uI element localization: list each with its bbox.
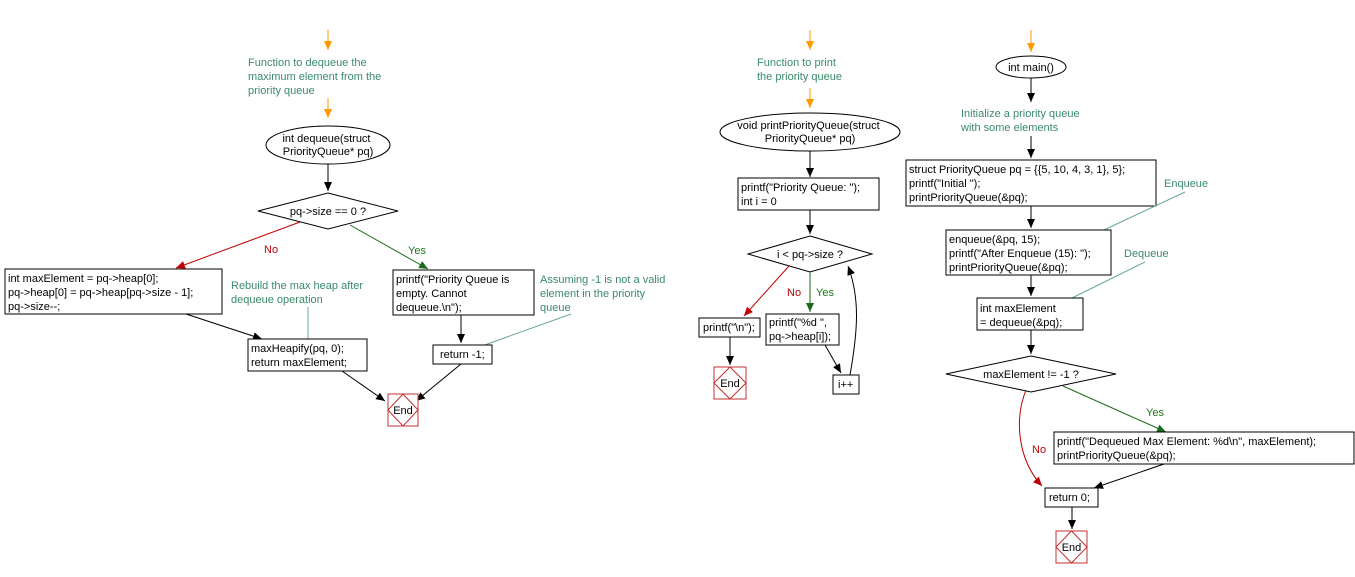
no-label: No xyxy=(264,244,278,256)
print-title-comment: Function to print the priority queue xyxy=(757,57,842,83)
dequeue-else-block xyxy=(4,268,223,315)
newline-code: printf("\n"); xyxy=(703,322,755,334)
dequeue-start-label: int dequeue(struct PriorityQueue* pq) xyxy=(282,133,373,158)
yes-label: Yes xyxy=(1146,407,1164,419)
yes-edge xyxy=(349,224,429,270)
comment-link xyxy=(1071,261,1146,299)
end-label: End xyxy=(393,405,413,417)
return-neg-code: return -1; xyxy=(440,349,485,361)
rebuild-comment: Rebuild the max heap after dequeue opera… xyxy=(231,280,366,306)
dequeue-title-comment: Function to dequeue the maximum element … xyxy=(248,57,384,97)
yes-edge xyxy=(1062,385,1167,433)
end-diamond xyxy=(387,393,419,427)
print-init-block xyxy=(737,177,880,211)
return-neg-block xyxy=(432,344,493,365)
print-init-code: printf("Priority Queue: "); int i = 0 xyxy=(741,182,863,208)
loop-back-edge xyxy=(847,265,857,376)
end-diamond xyxy=(713,366,747,400)
edge xyxy=(1093,463,1165,489)
comment-link xyxy=(1103,191,1186,231)
comment-link xyxy=(481,313,572,347)
dequeue-start-node xyxy=(265,125,391,165)
heapify-block xyxy=(247,338,368,372)
print-start-label: void printPriorityQueue(struct PriorityQ… xyxy=(737,120,883,145)
edge xyxy=(824,344,842,374)
main-result-decision xyxy=(945,355,1117,393)
dequeued-print-block xyxy=(1053,431,1355,465)
assume-comment: Assuming -1 is not a valid element in th… xyxy=(540,274,668,314)
main-flow: int main() Initialize a priority queue w… xyxy=(905,30,1355,564)
dequeued-print-code: printf("Dequeued Max Element: %d\n", max… xyxy=(1057,436,1319,462)
print-start-node xyxy=(719,112,901,152)
main-init-code: struct PriorityQueue pq = {{5, 10, 4, 3,… xyxy=(909,164,1128,204)
yes-label: Yes xyxy=(816,287,834,299)
no-edge xyxy=(743,265,790,317)
no-label: No xyxy=(1032,444,1046,456)
empty-print-code: printf("Priority Queue is empty. Cannot … xyxy=(396,274,512,314)
increment-block xyxy=(832,374,860,395)
edge xyxy=(415,363,462,402)
yes-label: Yes xyxy=(408,245,426,257)
increment-code: i++ xyxy=(838,379,853,391)
print-end-node xyxy=(713,366,747,400)
dequeue-call-code: int maxElement = dequeue(&pq); xyxy=(980,303,1062,329)
main-start-label: int main() xyxy=(1008,62,1054,74)
dequeue-cond-label: pq->size == 0 ? xyxy=(290,206,366,218)
print-body-block xyxy=(765,313,840,346)
dequeue-else-code: int maxElement = pq->heap[0]; pq->heap[0… xyxy=(8,273,196,313)
edge xyxy=(341,370,386,402)
init-comment: Initialize a priority queue with some el… xyxy=(960,108,1083,134)
end-label: End xyxy=(720,378,740,390)
print-cond-label: i < pq->size ? xyxy=(777,249,843,261)
enqueue-block xyxy=(945,229,1112,276)
return-zero-code: return 0; xyxy=(1049,492,1090,504)
enqueue-code: enqueue(&pq, 15); printf("After Enqueue … xyxy=(949,234,1094,274)
edge xyxy=(185,313,263,340)
print-body-code: printf("%d ", pq->heap[i]); xyxy=(769,317,831,343)
no-label: No xyxy=(787,287,801,299)
main-init-block xyxy=(905,159,1157,207)
heapify-code: maxHeapify(pq, 0); return maxElement; xyxy=(251,343,347,369)
end-diamond xyxy=(1055,530,1088,564)
main-cond-label: maxElement != -1 ? xyxy=(983,369,1079,381)
dequeue-call-block xyxy=(976,297,1084,331)
dequeue-flow: Function to dequeue the maximum element … xyxy=(4,30,668,427)
dequeue-size-decision xyxy=(257,192,399,230)
enqueue-comment: Enqueue xyxy=(1164,178,1208,190)
no-edge xyxy=(175,221,301,269)
no-edge xyxy=(1018,389,1043,487)
print-flow: Function to print the priority queue voi… xyxy=(698,30,901,400)
dequeue-comment: Dequeue xyxy=(1124,248,1169,260)
empty-print-block xyxy=(392,269,535,316)
end-label: End xyxy=(1062,542,1082,554)
